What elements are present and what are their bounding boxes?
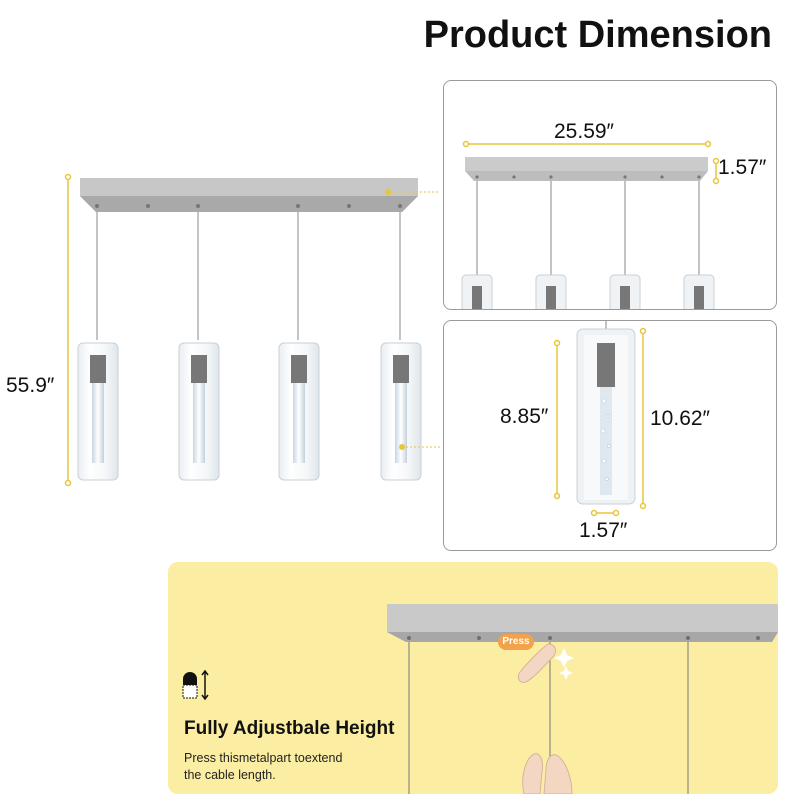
page-title: Product Dimension xyxy=(423,14,772,56)
pendant-4 xyxy=(380,342,422,481)
canopy-detail-panel: 25.59″ 1.57″ xyxy=(443,80,777,310)
press-badge: Press xyxy=(502,636,530,647)
canopy-height-label: 1.57″ xyxy=(718,156,767,179)
adjustable-height-description: Press thismetalpart toextend the cable l… xyxy=(184,750,384,784)
pendant-2 xyxy=(178,342,220,481)
shade-diameter-label: 1.57″ xyxy=(579,519,628,542)
description-line-1: Press thismetalpart toextend xyxy=(184,751,343,765)
overall-height-label: 55.9″ xyxy=(6,374,55,397)
shade-detail-panel: 8.85″ 10.62″ 1.57″ xyxy=(443,320,777,551)
pendant-light-main-illustration xyxy=(64,173,440,487)
adjustable-height-panel: Press Fully Adjustbale Height Press this… xyxy=(168,562,778,794)
shade-detail-illustration xyxy=(553,321,647,517)
canopy-length-label: 25.59″ xyxy=(554,120,614,143)
glass-height-label: 10.62″ xyxy=(650,407,710,430)
adjustable-height-illustration xyxy=(182,604,778,794)
description-line-2: the cable length. xyxy=(184,768,276,782)
pendant-1 xyxy=(77,342,119,481)
adjustable-height-title: Fully Adjustbale Height xyxy=(184,718,395,739)
pendant-3 xyxy=(278,342,320,481)
bubble-tube-height-label: 8.85″ xyxy=(500,405,549,428)
canopy-detail-illustration xyxy=(461,140,720,309)
